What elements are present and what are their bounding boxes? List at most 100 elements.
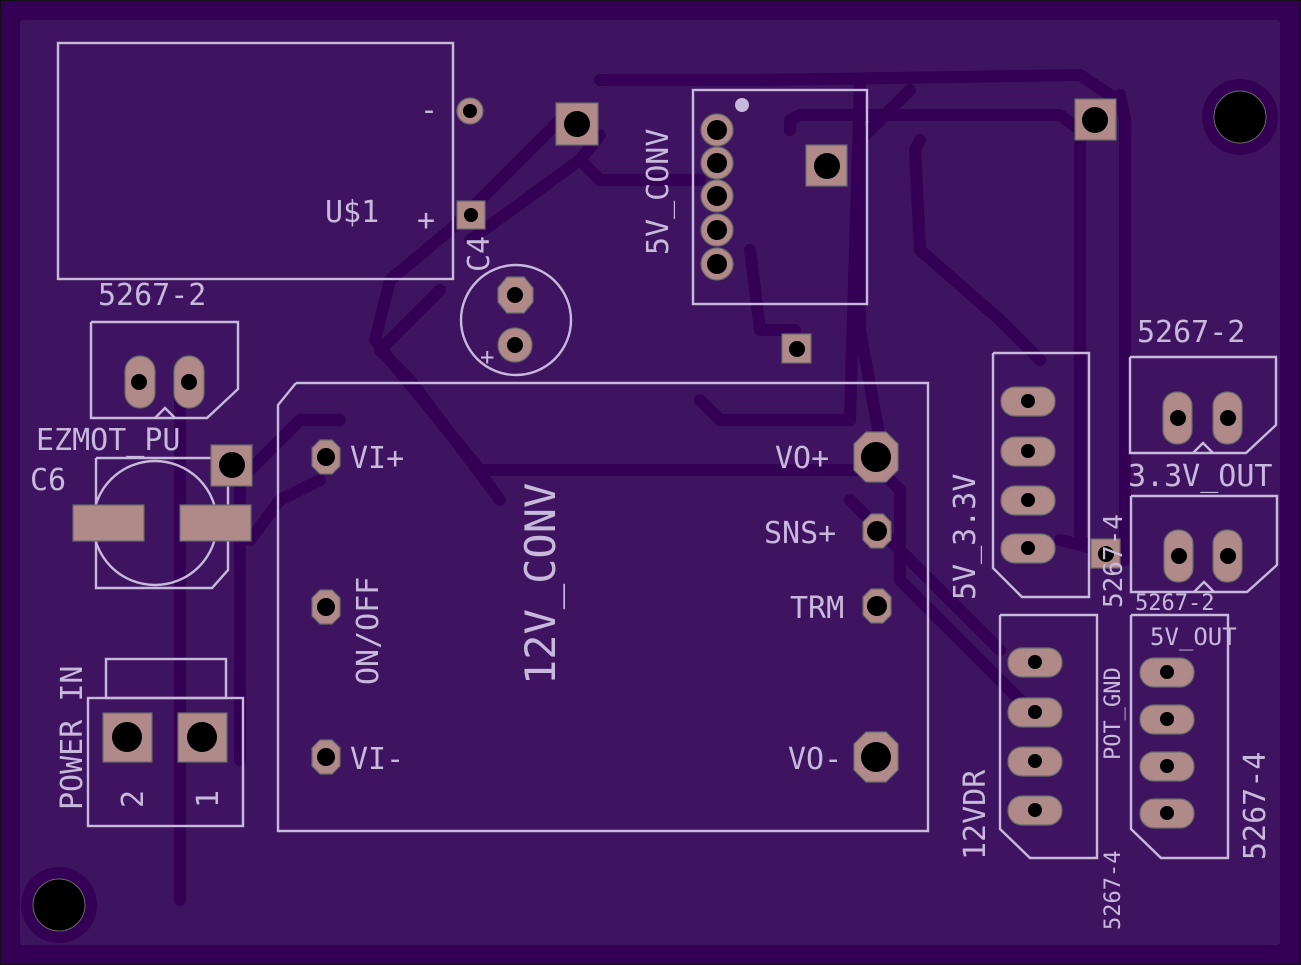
pin1-marker (1193, 580, 1215, 593)
power-pin1-label: 1 (191, 790, 226, 808)
v5-3v3-pins (1000, 386, 1056, 564)
trace (244, 414, 346, 476)
drill-hole (1028, 803, 1042, 817)
trace (744, 244, 801, 336)
trace (884, 474, 1046, 726)
vo-plus-label: VO+ (775, 441, 829, 476)
drill-hole (317, 748, 335, 766)
u1-minus-label: - (420, 93, 438, 128)
drill-hole (707, 120, 727, 140)
sns-plus-label: SNS+ (764, 516, 836, 551)
conv12v-label: 12V_CONV (516, 483, 565, 685)
drill-hole (867, 521, 887, 541)
drill-hole (707, 153, 727, 173)
drill-hole (1021, 394, 1035, 408)
conn-5267-2-left-label: 5267-2 (98, 278, 206, 313)
drill-hole (814, 153, 840, 179)
out-3v3-label: 3.3V_OUT (1128, 459, 1273, 494)
drill-hole (219, 452, 245, 478)
c6-label: C6 (30, 463, 66, 498)
drill-hole (1021, 493, 1035, 507)
drill-hole (789, 341, 805, 357)
trace (574, 154, 706, 186)
drill-hole (1028, 754, 1042, 768)
mounting-hole (1213, 90, 1267, 144)
drill-hole (1220, 410, 1236, 426)
drill-hole (131, 374, 147, 390)
drill-hole (1028, 655, 1042, 669)
drill-hole (861, 442, 891, 472)
vdr12-label: 12VDR (958, 769, 993, 860)
cap-outline (459, 263, 573, 377)
trace (1114, 89, 1131, 566)
conn-5267-4-c-label: 5267-4 (1238, 752, 1273, 860)
trm-label: TRM (790, 591, 844, 626)
conn-5267-4-a-label: 5267-4 (1099, 514, 1129, 608)
drill-hole (707, 186, 727, 206)
conn-5267-2-right2-label: 5267-2 (1135, 591, 1214, 616)
drill-hole (1171, 548, 1187, 564)
drill-hole (1028, 705, 1042, 719)
cap-plus-label: + (480, 343, 494, 371)
trace (854, 84, 916, 446)
drill-hole (1170, 410, 1186, 426)
vi-plus-label: VI+ (350, 441, 404, 476)
trace (594, 69, 1116, 101)
drill-hole (187, 722, 217, 752)
smd-pad[interactable] (179, 504, 252, 542)
ezmot-pu-label: EZMOT_PU (36, 423, 181, 458)
u1-plus-label: + (417, 203, 435, 238)
drill-hole (1220, 548, 1236, 564)
conv5v-outline (691, 88, 869, 306)
on-off-label: ON/OFF (351, 577, 386, 685)
c6-outline (94, 456, 230, 590)
v5-out-label: 5V_OUT (1150, 623, 1237, 651)
drill-hole (181, 374, 197, 390)
drill-hole (707, 254, 727, 274)
square-pad[interactable] (210, 444, 253, 487)
drill-hole (867, 596, 887, 616)
vo-minus-label: VO- (788, 742, 842, 777)
c4-label: C4 (462, 236, 497, 272)
drill-hole (707, 220, 727, 240)
square-pad[interactable] (1090, 538, 1121, 569)
drill-hole (507, 287, 523, 303)
conn-outline (1128, 355, 1278, 455)
drill-hole (317, 448, 335, 466)
pot-gnd-label: POT_GND (1101, 667, 1126, 760)
drill-hole (564, 111, 590, 137)
pin1-marker (735, 98, 749, 112)
conv12v-outline (276, 381, 930, 833)
conn-outline (1129, 494, 1279, 594)
traces (174, 69, 1131, 906)
trace (374, 284, 506, 506)
drill-hole (1082, 107, 1108, 133)
drill-hole (1021, 444, 1035, 458)
smd-pad[interactable] (72, 504, 145, 542)
pin1-marker (1192, 441, 1214, 454)
trace (909, 134, 1046, 366)
drill-hole (1160, 712, 1174, 726)
trace (694, 394, 856, 426)
power-in-outline (86, 696, 245, 828)
pin1-marker (154, 406, 176, 419)
v5-out-pins (1139, 657, 1195, 829)
power-pin2-label: 2 (116, 790, 151, 808)
drill-hole (507, 337, 523, 353)
vdr12-outline (998, 613, 1099, 860)
v5-3v3-label: 5V_3.3V (948, 474, 983, 600)
conn-outline (89, 320, 240, 420)
u1-outline (56, 41, 455, 281)
drill-hole (464, 208, 478, 222)
conn-5267-4-b-label: 5267-4 (1101, 851, 1126, 930)
drill-hole (861, 742, 891, 772)
u1-label: U$1 (325, 195, 379, 230)
vdr12-pins (1007, 647, 1063, 826)
conn-5267-2-right-label: 5267-2 (1137, 315, 1245, 350)
conv5v-pins (700, 113, 734, 281)
drill-hole (1160, 806, 1174, 820)
vi-minus-label: VI- (350, 742, 404, 777)
v5-out-outline (1129, 613, 1230, 860)
power-in-label: POWER_IN (55, 666, 90, 811)
